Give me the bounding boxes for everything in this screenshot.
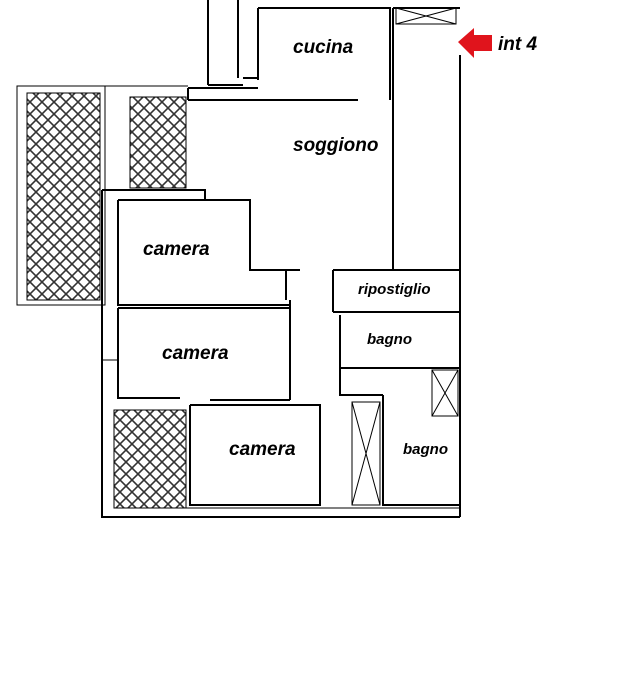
terrace — [16, 85, 187, 509]
shafts — [351, 7, 459, 506]
unit-number-label: int 4 — [498, 34, 537, 55]
room-label-kitchen: cucina — [293, 37, 354, 58]
room-label-living: soggiono — [293, 135, 378, 156]
entrance-arrow-icon — [458, 28, 492, 58]
room-label-bathroom-2: bagno — [403, 441, 448, 458]
balcony — [113, 409, 187, 509]
room-label-bathroom-1: bagno — [367, 331, 412, 348]
room-label-bedroom-2: camera — [162, 343, 229, 364]
room-label-bedroom-1: camera — [143, 239, 210, 260]
room-label-storage: ripostiglio — [358, 281, 431, 298]
room-label-bedroom-3: camera — [229, 439, 296, 460]
